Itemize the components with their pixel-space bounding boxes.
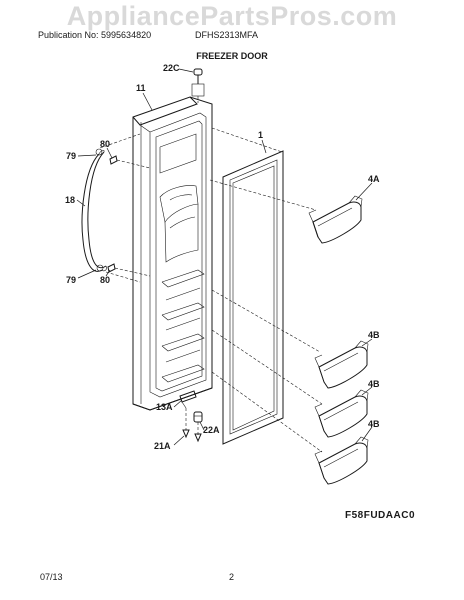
door-shell-part-11[interactable] <box>132 96 213 411</box>
screw-cap-bottom-part-79[interactable] <box>96 264 104 272</box>
callout-1: 1 <box>258 130 263 140</box>
handle-screw-bottom-part-80[interactable] <box>107 263 151 277</box>
callout-4A: 4A <box>368 174 380 184</box>
leader-lines <box>76 68 373 446</box>
model-number: DFHS2313MFA <box>195 30 259 40</box>
door-handle-part-18[interactable] <box>81 149 107 272</box>
callout-22C: 22C <box>163 63 180 73</box>
callout-4B-3: 4B <box>368 419 380 429</box>
door-bin-part-4A[interactable] <box>308 195 363 244</box>
footer-page-number: 2 <box>229 572 235 582</box>
screw-cap-top-part-79[interactable] <box>95 148 103 156</box>
callout-79-bottom: 79 <box>66 275 76 285</box>
door-bin-part-4B-3[interactable] <box>314 436 369 485</box>
callout-22A: 22A <box>203 425 220 435</box>
bottom-hinge-part-13A[interactable] <box>179 390 197 409</box>
hinge-pin-part-22C[interactable] <box>191 68 205 103</box>
callout-13A: 13A <box>156 402 173 412</box>
callout-80-bottom: 80 <box>100 275 110 285</box>
assembly-lines <box>99 127 323 453</box>
door-bin-part-4B-1[interactable] <box>314 340 369 389</box>
callout-4B-1: 4B <box>368 330 380 340</box>
footer-date: 07/13 <box>40 572 63 582</box>
hinge-screws-part-21A[interactable] <box>182 408 202 443</box>
callout-21A: 21A <box>154 441 171 451</box>
hinge-bushing-part-22A[interactable] <box>193 411 203 423</box>
section-title: FREEZER DOOR <box>196 51 268 61</box>
watermark-text: AppliancePartsPros.com <box>66 1 398 31</box>
diagram-code: F58FUDAAC0 <box>345 510 416 521</box>
callout-80-top: 80 <box>100 139 110 149</box>
callout-4B-2: 4B <box>368 379 380 389</box>
door-bin-part-4B-2[interactable] <box>314 389 369 438</box>
publication-number: Publication No: 5995634820 <box>38 30 152 40</box>
callout-79-top: 79 <box>66 151 76 161</box>
callout-11: 11 <box>136 83 146 93</box>
door-gasket-part-1[interactable] <box>222 150 284 445</box>
callout-18: 18 <box>65 195 75 205</box>
handle-screw-top-part-80[interactable] <box>109 155 151 169</box>
